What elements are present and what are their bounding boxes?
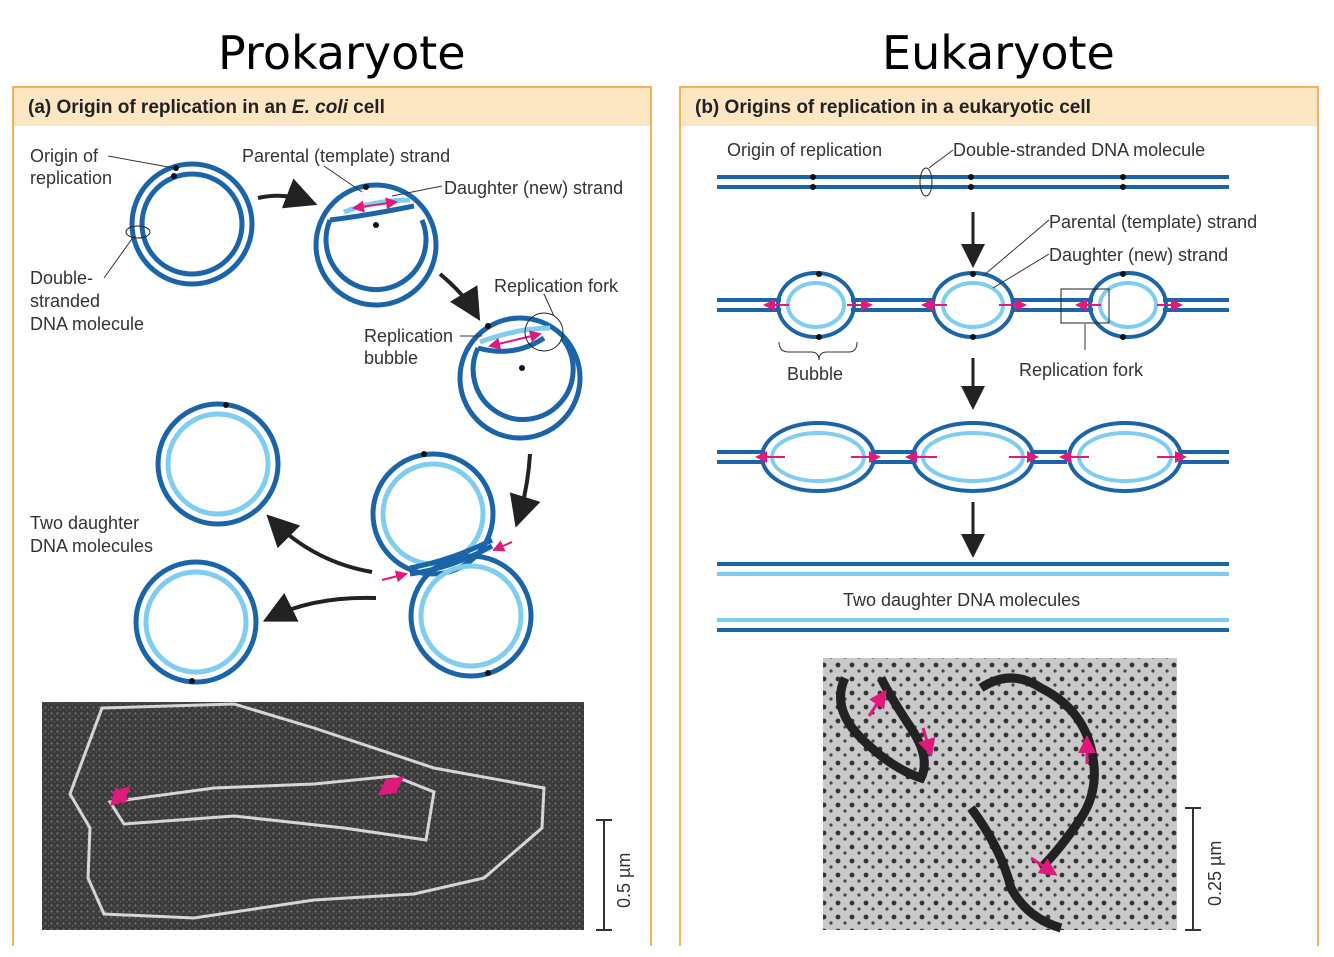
figure-eight-replication [370, 451, 534, 679]
eukaryote-diagram: Origin of replication Double-stranded DN… [717, 140, 1257, 933]
label-origin-1: Origin of [30, 146, 99, 166]
panel-a-header-italic: E. coli [291, 97, 348, 118]
label-bubble-1: Replication [364, 326, 453, 346]
panel-eukaryote: (b) Origins of replication in a eukaryot… [679, 86, 1319, 946]
panel-b-header: (b) Origins of replication in a eukaryot… [681, 88, 1317, 126]
circle-origin [125, 161, 255, 287]
label-fork-b: Replication fork [1019, 360, 1144, 380]
scale-label-b: 0.25 µm [1205, 841, 1225, 906]
label-ds-2: stranded [30, 291, 100, 311]
circle-replication-bubble [457, 312, 583, 441]
daughter-molecule-1 [155, 401, 281, 527]
panel-a-header-suffix: cell [347, 97, 385, 118]
scale-label-a: 0.5 µm [614, 853, 634, 908]
panel-prokaryote: (a) Origin of replication in an E. coli … [12, 86, 652, 946]
dna-two-daughters [717, 562, 1229, 632]
label-ds-molecule: Double-stranded DNA molecule [953, 140, 1205, 160]
label-origin-2: replication [30, 168, 112, 188]
label-bubble: Bubble [787, 364, 843, 384]
title-eukaryote: Eukaryote [882, 26, 1115, 80]
micrograph-eukaryote: 0.25 µm [823, 658, 1225, 933]
label-bubble-2: bubble [364, 348, 418, 368]
label-two-b: Two daughter DNA molecules [843, 590, 1080, 610]
dna-row-3-merging [717, 421, 1229, 493]
label-parental-b: Parental (template) strand [1049, 212, 1257, 232]
label-two-1: Two daughter [30, 513, 139, 533]
dna-row-2-bubbles [717, 219, 1229, 361]
panel-a-header-prefix: (a) Origin of replication in an [28, 97, 292, 118]
label-parental: Parental (template) strand [242, 146, 450, 166]
label-fork: Replication fork [494, 276, 619, 296]
label-ds-1: Double- [30, 268, 93, 288]
prokaryote-diagram: Origin of replication Parental (template… [30, 146, 634, 931]
title-prokaryote: Prokaryote [218, 26, 466, 80]
micrograph-prokaryote: 0.5 µm [42, 702, 634, 931]
label-daughter-b: Daughter (new) strand [1049, 245, 1228, 265]
label-origin: Origin of replication [727, 140, 882, 160]
panel-a-header: (a) Origin of replication in an E. coli … [14, 88, 650, 126]
daughter-molecule-2 [133, 559, 259, 685]
circle-early-bubble [313, 182, 439, 308]
label-ds-3: DNA molecule [30, 314, 144, 334]
label-daughter: Daughter (new) strand [444, 178, 623, 198]
dna-row-1 [717, 149, 1229, 197]
label-two-2: DNA molecules [30, 536, 153, 556]
